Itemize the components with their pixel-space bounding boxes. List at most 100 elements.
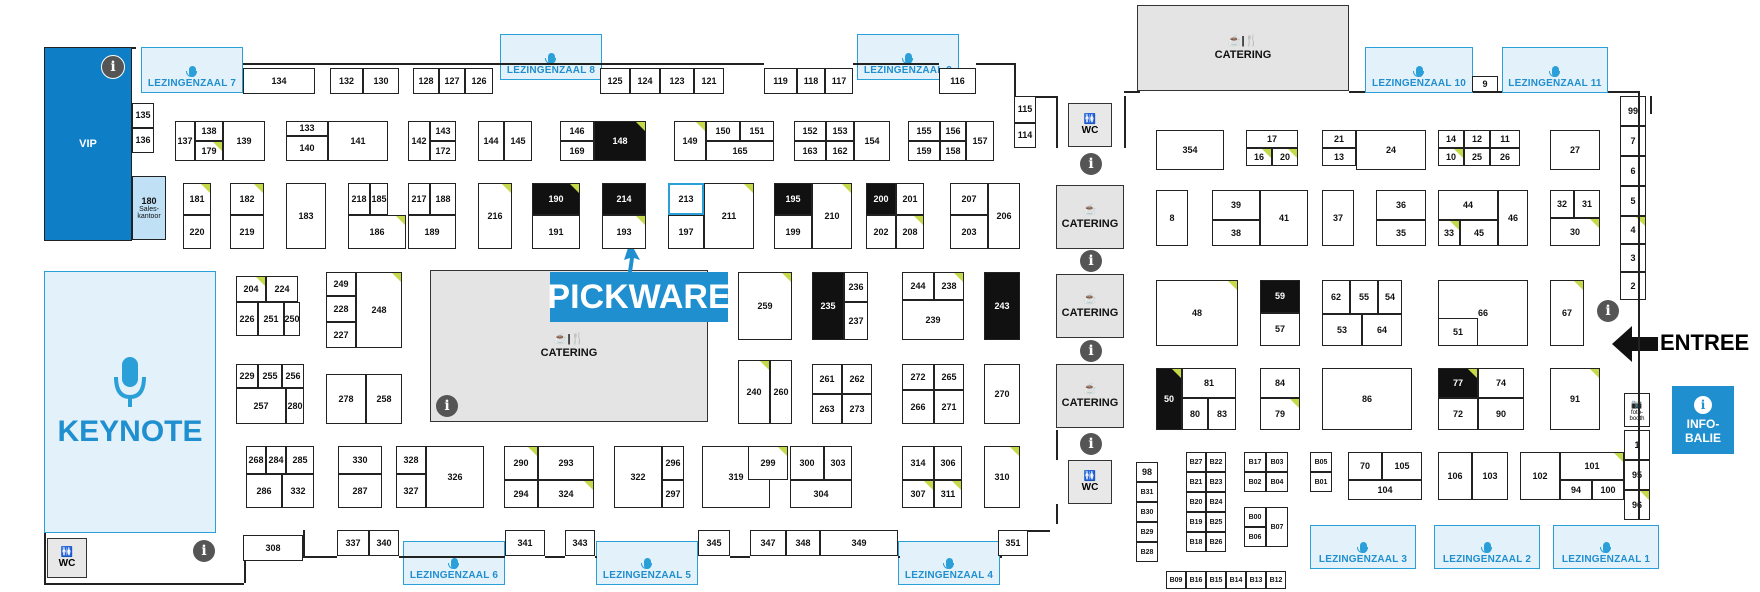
booth[interactable]: 183	[286, 183, 326, 249]
booth[interactable]: 268	[246, 446, 266, 474]
booth[interactable]: B18	[1186, 532, 1206, 552]
booth[interactable]: 303	[824, 446, 852, 480]
booth[interactable]: 214	[602, 183, 646, 215]
booth[interactable]: B00	[1244, 507, 1266, 527]
booth[interactable]: 33	[1438, 220, 1460, 246]
booth[interactable]: B22	[1206, 452, 1226, 472]
booth[interactable]: 270	[984, 364, 1020, 424]
booth[interactable]: 202	[866, 215, 896, 249]
booth[interactable]: 7	[1620, 126, 1646, 156]
booth[interactable]: 220	[183, 215, 211, 249]
booth[interactable]: 86	[1322, 368, 1412, 430]
booth[interactable]: 80	[1182, 398, 1208, 430]
booth[interactable]: 271	[934, 390, 964, 424]
booth[interactable]: 201	[896, 183, 924, 215]
booth[interactable]: 191	[532, 215, 580, 249]
booth[interactable]: 347	[750, 530, 786, 556]
booth[interactable]: 299	[748, 446, 788, 480]
booth[interactable]: 46	[1498, 190, 1528, 246]
booth[interactable]: 67	[1550, 280, 1584, 346]
booth[interactable]: 62	[1322, 280, 1350, 314]
booth[interactable]: 123	[660, 68, 694, 94]
booth[interactable]: 266	[902, 390, 934, 424]
booth[interactable]: 143	[430, 121, 456, 141]
booth[interactable]: 345	[698, 530, 730, 556]
booth[interactable]: 21	[1322, 130, 1356, 148]
booth[interactable]: B24	[1206, 492, 1226, 512]
booth[interactable]: 211	[704, 183, 754, 249]
booth[interactable]: 39	[1212, 190, 1260, 220]
booth[interactable]: 121	[694, 68, 724, 94]
booth[interactable]: 27	[1550, 130, 1600, 170]
booth[interactable]: 286	[246, 474, 282, 508]
booth[interactable]: 9	[1472, 76, 1498, 92]
booth[interactable]: 189	[408, 215, 456, 249]
booth[interactable]: 273	[842, 394, 872, 424]
booth[interactable]: 84	[1260, 368, 1300, 398]
booth[interactable]: 103	[1472, 452, 1508, 500]
booth[interactable]: B13	[1246, 571, 1266, 589]
booth[interactable]: 54	[1378, 280, 1402, 314]
booth[interactable]: 272	[902, 364, 934, 390]
booth[interactable]: B27	[1186, 452, 1206, 472]
booth[interactable]: 16	[1246, 148, 1272, 166]
booth[interactable]: 116	[939, 68, 976, 94]
booth[interactable]: 4	[1620, 216, 1646, 244]
booth[interactable]: 153	[826, 121, 854, 141]
booth[interactable]: 26	[1490, 148, 1520, 166]
booth[interactable]: 106	[1438, 452, 1472, 500]
booth[interactable]: 188	[430, 183, 456, 215]
booth[interactable]: 193	[602, 215, 646, 249]
booth[interactable]: B29	[1136, 522, 1158, 542]
booth[interactable]: 25	[1464, 148, 1490, 166]
booth[interactable]: 200	[866, 183, 896, 215]
booth[interactable]: 258	[366, 374, 402, 424]
booth[interactable]: 311	[934, 480, 962, 508]
booth[interactable]: 239	[902, 300, 964, 340]
booth[interactable]: 133	[286, 121, 328, 136]
booth[interactable]: 235	[812, 272, 844, 340]
booth[interactable]: 308	[243, 535, 303, 561]
booth[interactable]: 35	[1376, 220, 1426, 246]
booth[interactable]: 146	[560, 121, 594, 141]
booth[interactable]: 210	[812, 183, 852, 249]
booth[interactable]: 51	[1438, 318, 1478, 346]
booth[interactable]: 226	[236, 302, 258, 336]
booth[interactable]: 197	[668, 215, 704, 249]
booth[interactable]: 297	[662, 480, 684, 508]
booth[interactable]: 41	[1260, 190, 1308, 246]
booth[interactable]: 119	[764, 68, 797, 94]
booth[interactable]: 136	[132, 128, 154, 153]
booth[interactable]: 81	[1182, 368, 1236, 398]
booth[interactable]: 125	[600, 68, 630, 94]
booth[interactable]: 204	[236, 276, 266, 302]
booth[interactable]: 203	[950, 215, 988, 249]
booth[interactable]: 90	[1478, 398, 1524, 430]
booth[interactable]: B23	[1206, 472, 1226, 492]
booth[interactable]: 294	[504, 480, 538, 508]
booth[interactable]: B19	[1186, 512, 1206, 532]
booth[interactable]: 248	[356, 272, 402, 348]
booth[interactable]: 154	[854, 121, 890, 161]
booth[interactable]: 149	[674, 121, 706, 161]
booth[interactable]: 300	[790, 446, 824, 480]
booth[interactable]: 290	[504, 446, 538, 480]
booth[interactable]: 138	[195, 121, 223, 141]
booth[interactable]: 144	[478, 121, 504, 161]
booth[interactable]: 314	[902, 446, 934, 480]
booth[interactable]: 44	[1438, 190, 1498, 220]
booth[interactable]: 186	[348, 215, 406, 249]
booth[interactable]: 185	[370, 183, 388, 215]
booth[interactable]: B25	[1206, 512, 1226, 532]
booth[interactable]: 53	[1322, 314, 1362, 346]
booth[interactable]: 59	[1260, 280, 1300, 313]
booth[interactable]: 32	[1550, 190, 1574, 218]
booth[interactable]: 181	[183, 183, 211, 215]
booth[interactable]: 156	[940, 121, 966, 141]
booth[interactable]: 172	[430, 141, 456, 161]
booth[interactable]: 263	[812, 394, 842, 424]
booth[interactable]: 182	[230, 183, 264, 215]
booth[interactable]: 207	[950, 183, 988, 215]
booth[interactable]: 139	[223, 121, 265, 161]
booth[interactable]: 326	[426, 446, 484, 508]
